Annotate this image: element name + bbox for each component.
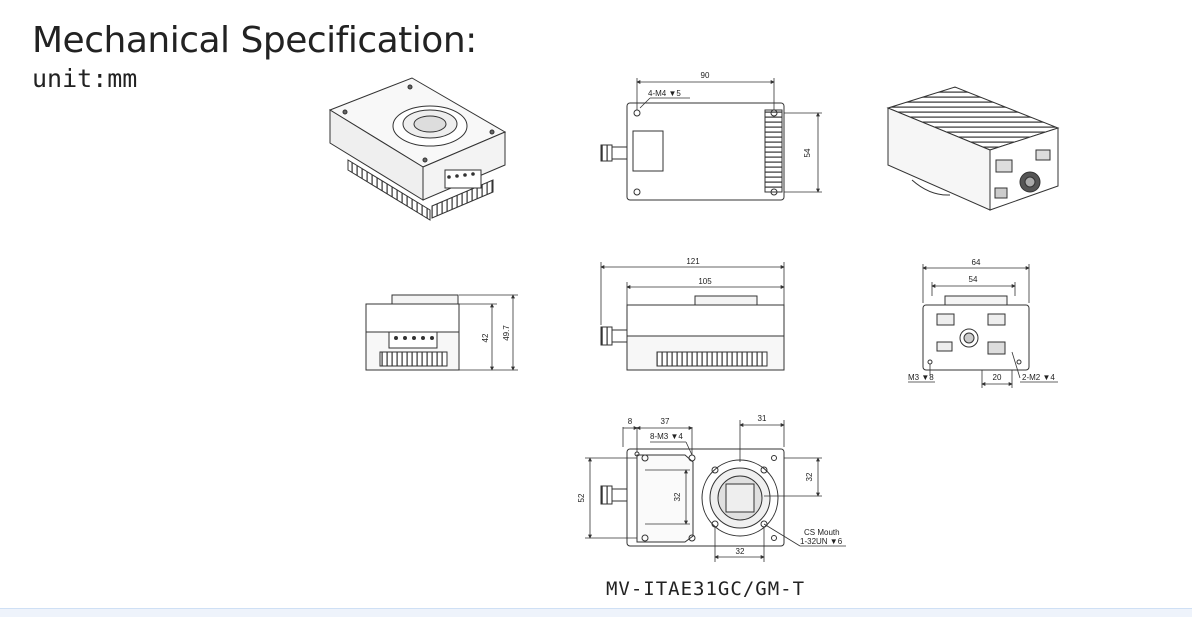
dim-front-right: 31	[758, 414, 767, 423]
dim-side-len-body: 105	[698, 277, 712, 286]
dim-front-offset: 8	[628, 417, 633, 426]
dim-top-height: 54	[803, 148, 812, 157]
long-side-view	[600, 262, 785, 371]
dim-side-h-total: 49.7	[502, 325, 511, 341]
dim-front-h-left: 32	[673, 492, 682, 501]
page-title: Mechanical Specification:	[32, 20, 477, 61]
mount-label-line1: CS Mouth	[804, 528, 840, 537]
dim-front-holes: 8-M3 ▼4	[650, 432, 683, 441]
dim-front-h-right: 32	[805, 472, 814, 481]
dim-front-spacing: 37	[661, 417, 670, 426]
iso-view-front	[328, 77, 507, 221]
dim-back-w-total: 64	[972, 258, 981, 267]
dim-side-h-body: 42	[481, 333, 490, 342]
dim-top-width: 90	[701, 71, 710, 80]
dim-back-hole-right: 2-M2 ▼4	[1022, 373, 1055, 382]
dim-front-bottom: 32	[736, 547, 745, 556]
model-name: MV-ITAE31GC/GM-T	[605, 578, 806, 600]
top-view	[600, 78, 822, 201]
dim-top-hole: 4-M4 ▼5	[648, 89, 681, 98]
mount-label-line2: 1-32UN ▼6	[800, 537, 843, 546]
dim-back-spacing: 20	[993, 373, 1002, 382]
bottom-divider	[0, 608, 1192, 617]
unit-label: unit:mm	[32, 64, 138, 93]
side-view	[365, 294, 518, 371]
front-view	[585, 420, 846, 562]
dim-front-h-total: 52	[577, 493, 586, 502]
dim-side-len-total: 121	[686, 257, 700, 266]
dim-back-w-body: 54	[969, 275, 978, 284]
dim-back-hole-left: M3 ▼8	[908, 373, 934, 382]
back-view	[908, 264, 1058, 388]
iso-view-back	[886, 86, 1060, 211]
